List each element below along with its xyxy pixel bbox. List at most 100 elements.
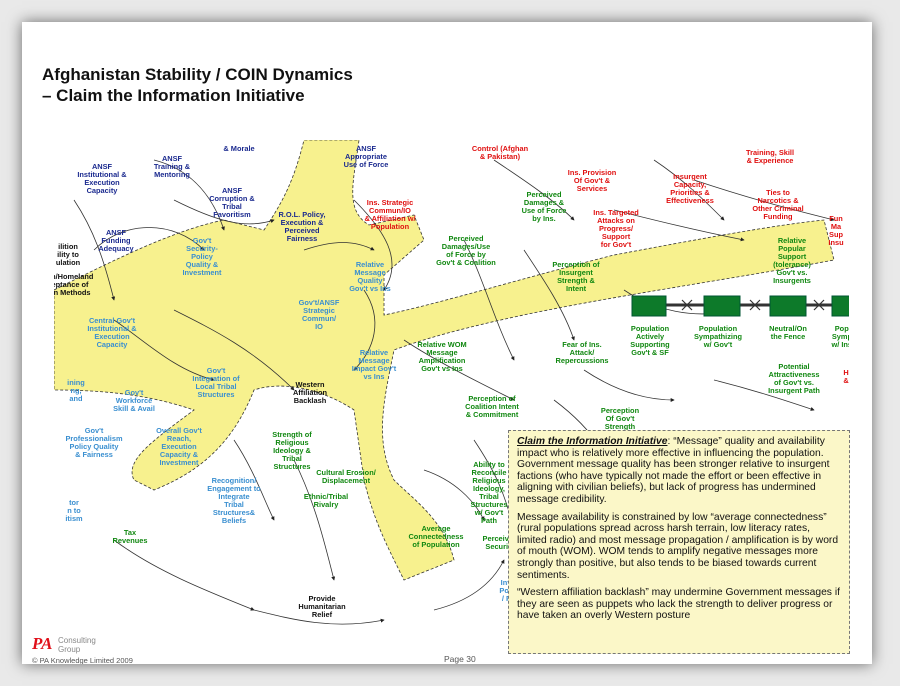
node-line: Strength <box>605 422 636 431</box>
node-line: Perceived <box>449 234 484 243</box>
node-line: Investment <box>159 458 199 467</box>
copyright: © PA Knowledge Limited 2009 <box>32 656 133 664</box>
node-line: Workforce <box>116 396 152 405</box>
node-line: Support <box>778 252 807 261</box>
node-line: Execution <box>84 178 120 187</box>
node-fear: Fear of Ins.Attack/Repercussions <box>556 340 609 365</box>
node-training_skill: Training, Skill& Experience <box>746 148 794 165</box>
node-line: w/ Insu <box>830 340 849 349</box>
node-line: Gov't & Coalition <box>436 258 496 267</box>
node-line: Relative WOM <box>417 340 466 349</box>
node-line: Gov't/ANSF <box>299 298 340 307</box>
node-line: Gov't <box>125 388 144 397</box>
node-line: Tribal <box>222 202 242 211</box>
node-line: Local Tribal <box>195 382 236 391</box>
node-line: Execution <box>161 442 197 451</box>
node-line: Strength & <box>557 276 595 285</box>
node-line: Population <box>371 222 410 231</box>
node-line: Appropriate <box>345 152 387 161</box>
node-line: Ma <box>831 222 842 231</box>
title-line-1: Afghanistan Stability / COIN Dynamics <box>42 65 353 84</box>
node-line: Perception of <box>468 394 516 403</box>
node-line: Favoritism <box>213 210 251 219</box>
node-line: Neutral/On <box>769 324 807 333</box>
node-line: Structures <box>471 500 508 509</box>
node-line: Structures& <box>213 508 256 517</box>
node-line: Mentoring <box>154 170 190 179</box>
node-line: eptance of <box>54 280 89 289</box>
node-line: Quality & <box>186 260 219 269</box>
node-line: Ethnic/Tribal <box>304 492 348 501</box>
node-line: Cultural Erosion/ <box>316 468 376 477</box>
node-line: Effectiveness <box>666 196 714 205</box>
node-line: Average <box>422 524 451 533</box>
node-line: Path <box>481 516 498 525</box>
node-line: ANSF <box>162 154 183 163</box>
links <box>73 159 835 625</box>
node-line: Progress/ <box>599 224 633 233</box>
node-line: Commun/ <box>302 314 336 323</box>
node-line: vs Ins <box>364 372 385 381</box>
node-line: IO <box>315 322 323 331</box>
node-line: Relative <box>778 236 806 245</box>
node-line: Capacity <box>87 186 119 195</box>
node-line: R.O.L. Policy, <box>278 210 325 219</box>
node-line: for Gov't <box>601 240 632 249</box>
node-line: Humanitarian <box>298 602 346 611</box>
node-line: Backlash <box>294 396 327 405</box>
node-line: Popu <box>835 324 849 333</box>
node-line: Gov't vs Ins <box>349 284 391 293</box>
node-line: Religious <box>472 476 505 485</box>
node-line: and <box>69 394 83 403</box>
node-line: Institutional & <box>77 170 127 179</box>
stock-pop-symp <box>703 295 741 317</box>
node-line: Fairness <box>287 234 317 243</box>
node-line: Ideology & <box>273 446 311 455</box>
node-line: Control (Afghan <box>472 144 529 153</box>
node-line: ANSF <box>222 186 243 195</box>
node-line: & Commitment <box>466 410 519 419</box>
node-line: Services <box>577 184 607 193</box>
node-line: Funding <box>763 212 793 221</box>
node-line: ANSF <box>92 162 113 171</box>
node-line: Perceived <box>483 534 518 543</box>
node-line: Population <box>699 324 738 333</box>
node-line: Ins. Strategic <box>367 198 413 207</box>
node-line: ANSF <box>356 144 377 153</box>
node-line: Ability to <box>473 460 505 469</box>
highlight-branch-left <box>54 140 835 581</box>
node-line: Engagement to <box>207 484 261 493</box>
valve-3 <box>813 299 825 311</box>
node-line: Ties to <box>766 188 790 197</box>
node-line: Beliefs <box>222 516 246 525</box>
node-line: Sympa <box>832 332 849 341</box>
node-line: Attractiveness <box>769 370 820 379</box>
node-line: Recognition/ <box>212 476 257 485</box>
node-line: Institutional & <box>87 324 137 333</box>
node-line: Policy Quality <box>70 442 120 451</box>
valve-1 <box>681 299 693 311</box>
node-line: Perception of <box>552 260 600 269</box>
node-line: & Fairness <box>75 450 113 459</box>
node-line: Execution <box>94 332 130 341</box>
node-line: Relative <box>356 260 384 269</box>
node-line: ining <box>67 378 85 387</box>
node-line: w/ Gov't <box>474 508 504 517</box>
node-line: & <box>843 376 849 385</box>
slide: Afghanistan Stability / COIN Dynamics – … <box>22 22 872 664</box>
